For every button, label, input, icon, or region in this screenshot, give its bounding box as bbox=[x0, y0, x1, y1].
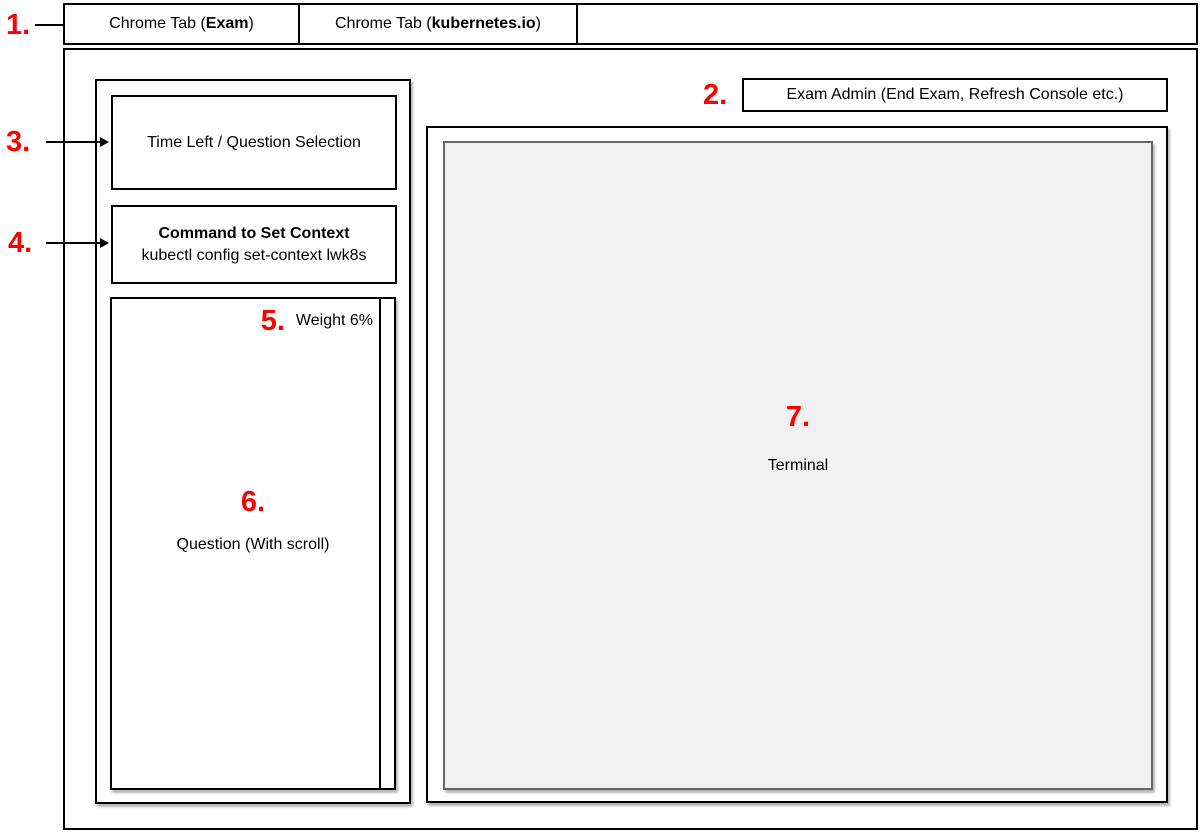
annotation-number-4: 4. bbox=[8, 227, 33, 259]
arrow-4-icon bbox=[46, 238, 109, 248]
question-weight-row: 5. Weight 6% bbox=[261, 306, 373, 336]
question-center-labels: 6. Question (With scroll) bbox=[112, 487, 394, 555]
time-left-label: Time Left / Question Selection bbox=[147, 133, 361, 151]
terminal-area: 7. Terminal bbox=[443, 141, 1153, 790]
question-label: Question (With scroll) bbox=[176, 536, 330, 553]
tab-kubernetes-label: Chrome Tab (kubernetes.io) bbox=[335, 15, 541, 32]
question-weight-label: Weight 6% bbox=[295, 312, 373, 329]
set-context-command: kubectl config set-context lwk8s bbox=[141, 246, 367, 264]
annotation-number-2: 2. bbox=[703, 79, 728, 111]
browser-tab-bar: Chrome Tab (Exam) Chrome Tab (kubernetes… bbox=[63, 3, 1198, 45]
browser-tab-bar-empty bbox=[578, 5, 1196, 43]
browser-window-frame bbox=[63, 48, 1198, 830]
annotation-number-6: 6. bbox=[240, 486, 266, 518]
exam-admin-label: Exam Admin (End Exam, Refresh Console et… bbox=[786, 86, 1124, 103]
annotation-number-3: 3. bbox=[6, 126, 31, 158]
set-context-command-box: Command to Set Context kubectl config se… bbox=[111, 205, 397, 284]
arrow-3-icon bbox=[46, 137, 109, 147]
annotation-number-5: 5. bbox=[260, 305, 285, 337]
exam-admin-bar: Exam Admin (End Exam, Refresh Console et… bbox=[742, 78, 1168, 112]
terminal-label: Terminal bbox=[767, 457, 829, 474]
tab-exam-label: Chrome Tab (Exam) bbox=[109, 15, 254, 32]
question-panel: 5. Weight 6% 6. Question (With scroll) bbox=[110, 297, 396, 790]
browser-tab-exam: Chrome Tab (Exam) bbox=[65, 5, 300, 43]
annotation-number-1: 1. bbox=[6, 9, 31, 41]
question-scrollbar bbox=[379, 299, 393, 788]
time-left-question-selection-box: Time Left / Question Selection bbox=[111, 95, 397, 190]
browser-tab-kubernetes: Chrome Tab (kubernetes.io) bbox=[300, 5, 578, 43]
set-context-title: Command to Set Context bbox=[158, 224, 350, 242]
annotation-number-7: 7. bbox=[785, 401, 811, 433]
terminal-center-labels: 7. Terminal bbox=[445, 402, 1151, 476]
